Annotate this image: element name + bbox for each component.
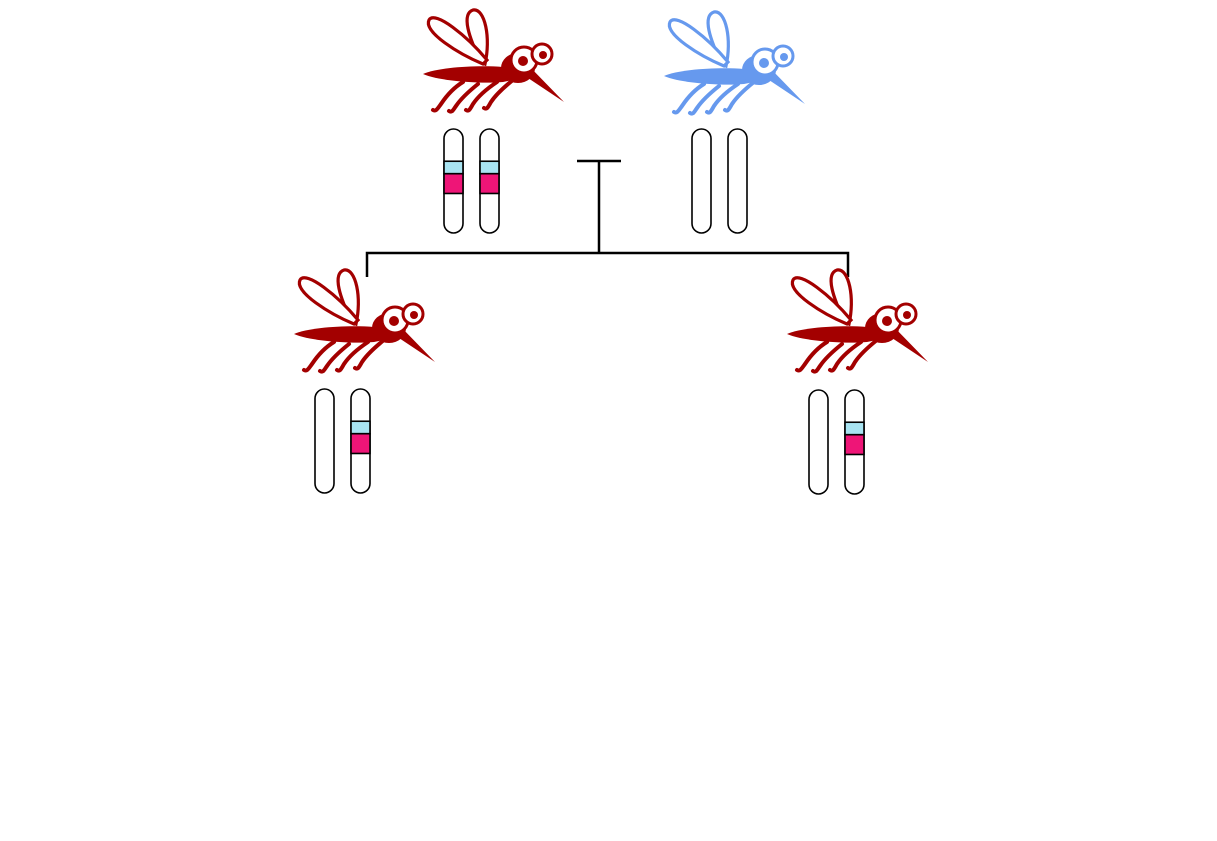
parent-transgenic [421, 7, 566, 234]
chromosome-with-insert [479, 128, 500, 234]
chromosome-pair [314, 388, 371, 494]
cross-symbol [577, 159, 621, 253]
offspring-left [292, 267, 437, 494]
chromosome [314, 388, 335, 494]
chromosome-with-insert [844, 389, 865, 495]
marker-band-cyan [350, 420, 371, 435]
chromosome [691, 128, 712, 234]
mosquito-icon [421, 7, 566, 114]
mosquito-icon [785, 267, 930, 374]
offspring-bracket [365, 251, 850, 277]
chromosome [808, 389, 829, 495]
marker-band-magenta [479, 172, 500, 195]
chromosome-with-insert [443, 128, 464, 234]
marker-band-magenta [443, 172, 464, 195]
marker-band-cyan [844, 421, 865, 436]
chromosome-pair [443, 128, 500, 234]
offspring-right [785, 267, 930, 495]
marker-band-magenta [350, 432, 371, 455]
mosquito-icon [292, 267, 437, 374]
mosquito-icon [662, 9, 807, 116]
chromosome-pair [691, 128, 748, 234]
marker-band-cyan [479, 160, 500, 175]
chromosome-with-insert [350, 388, 371, 494]
chromosome [727, 128, 748, 234]
parent-wildtype [662, 9, 807, 234]
chromosome-pair [808, 389, 865, 495]
marker-band-cyan [443, 160, 464, 175]
marker-band-magenta [844, 433, 865, 456]
